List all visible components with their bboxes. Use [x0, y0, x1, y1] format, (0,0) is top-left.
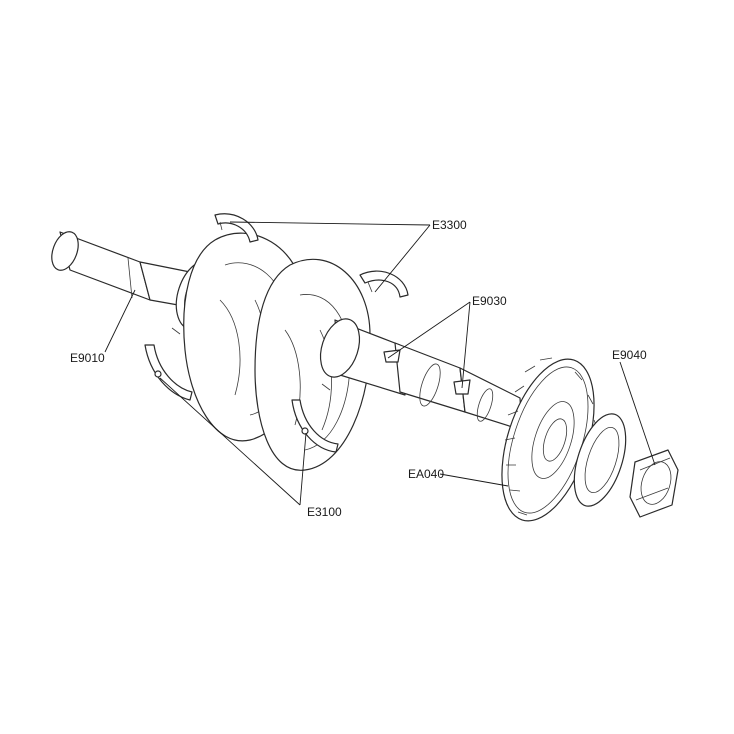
- leader-e9010: [104, 289, 136, 353]
- bearing-shell-upper-right: [359, 270, 409, 298]
- leader-e9030: [387, 301, 471, 389]
- label-e3300: E3300: [432, 218, 467, 232]
- label-ea040: EA040: [408, 467, 445, 481]
- label-e9040: E9040: [612, 348, 647, 362]
- label-e3100: E3100: [307, 505, 342, 519]
- leader-ea040: [439, 473, 509, 487]
- label-e9030: E9030: [472, 294, 507, 308]
- leader-e3100: [159, 377, 307, 506]
- crank-nut-part: [629, 449, 679, 518]
- bearing-shell-upper-left: [214, 213, 259, 243]
- leader-e3300: [229, 221, 431, 293]
- bearing-shell-lower-left: [144, 327, 193, 401]
- label-e9010: E9010: [70, 351, 105, 365]
- timing-gear-part: [501, 357, 599, 522]
- main-journal-right: [319, 318, 523, 431]
- leader-e9040: [619, 361, 656, 466]
- spacer-ring-part: [573, 413, 627, 507]
- crank-web-right: [254, 258, 371, 471]
- bearing-shell-lower-right: [291, 383, 339, 453]
- crankshaft-nose-part: [51, 231, 196, 309]
